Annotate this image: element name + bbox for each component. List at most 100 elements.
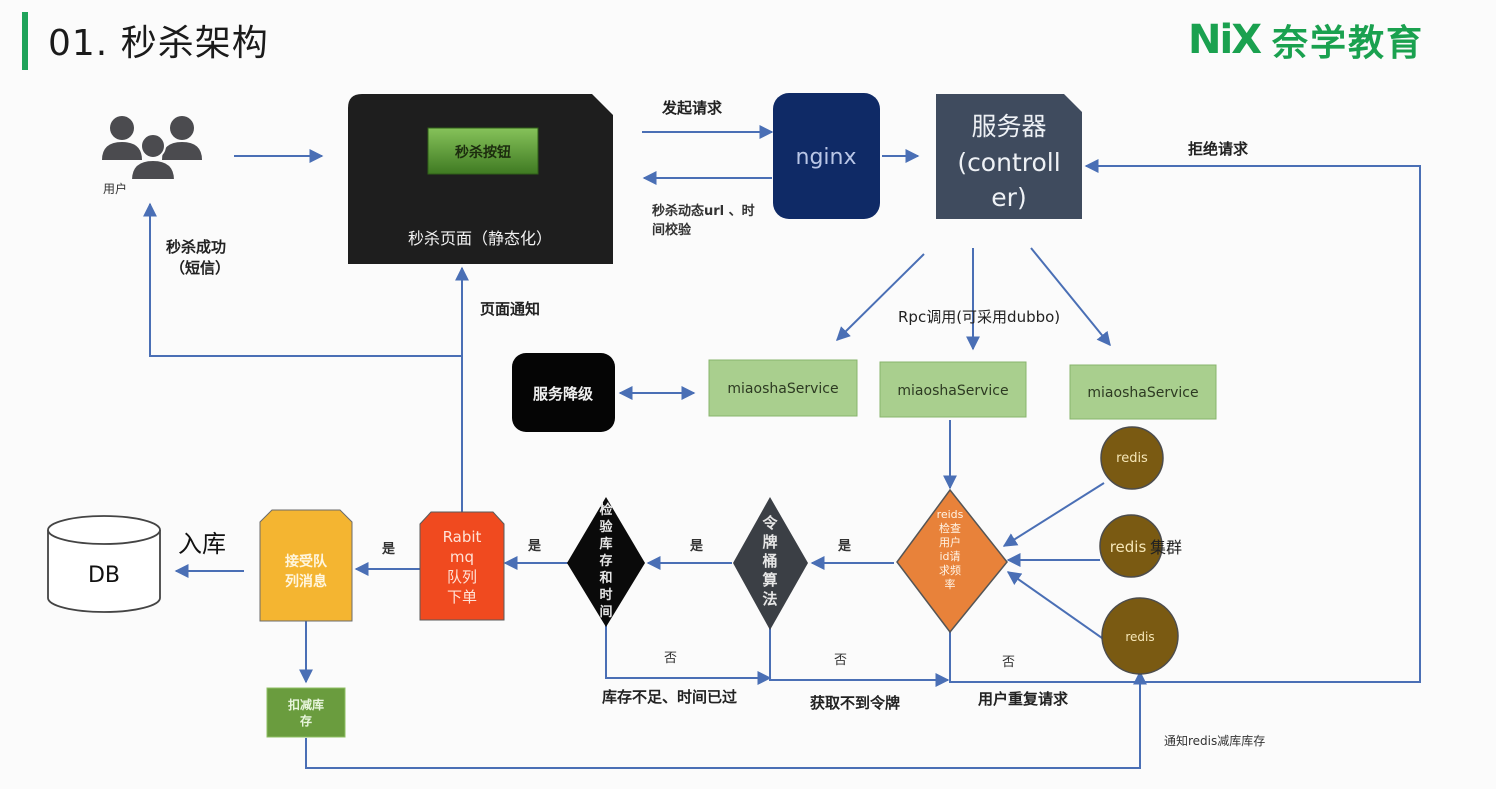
service-label-3: miaoshaService	[1087, 385, 1198, 401]
stockText-line: 验	[599, 519, 613, 535]
tokenText-line: 令	[762, 514, 778, 532]
redis-cluster-label: 集群	[1150, 538, 1182, 557]
label-no-token-text: 获取不到令牌	[810, 694, 900, 712]
label-success-2: （短信）	[170, 259, 230, 277]
label-rpc: Rpc调用(可采用dubbo)	[898, 308, 1060, 326]
edge-redis1-to-check	[1002, 482, 1105, 547]
mqText-line: Rabit	[443, 528, 482, 546]
deductText-line: 存	[299, 713, 312, 728]
service-node-3: miaoshaService	[1069, 364, 1217, 420]
title-accent-bar	[22, 12, 28, 70]
stockText-line: 和	[599, 570, 612, 586]
label-yes-token: 是	[689, 539, 704, 554]
tokenText-line: 法	[762, 590, 777, 608]
edge-deduct-to-redis	[305, 670, 1147, 769]
redis-label-1: redis	[1116, 451, 1148, 466]
edges	[143, 125, 1421, 769]
checkFreqText-line: reids	[937, 508, 964, 521]
redis-label-3: redis	[1125, 630, 1154, 644]
label-request: 发起请求	[661, 99, 723, 117]
service-node-1: miaoshaService	[708, 359, 858, 417]
label-yes-stock: 是	[527, 539, 542, 554]
label-reject: 拒绝请求	[1188, 140, 1249, 158]
db-node: DB	[47, 515, 161, 613]
tokenText-line: 桶	[762, 552, 777, 570]
server-node: 服务器 (controll er)	[936, 94, 1082, 219]
edge-server-to-service-1	[836, 253, 925, 341]
edge-token-no	[769, 628, 950, 687]
edge-redis3-to-check	[1006, 571, 1103, 639]
redis-node-1: redis	[1100, 426, 1164, 490]
logo-text: 奈学教育	[1272, 23, 1425, 64]
edge-reject-to-server	[949, 159, 1421, 683]
checkFreqText-line: 率	[945, 577, 956, 591]
service-label-2: miaoshaService	[897, 383, 1008, 399]
checkFreqText-line: 用户	[939, 535, 961, 549]
redis-node-3: redis	[1101, 597, 1179, 675]
checkFreqText-line: id请	[939, 550, 960, 563]
label-yes-check: 是	[837, 539, 852, 554]
stockText-line: 库	[599, 536, 612, 552]
stockText-line: 检	[599, 502, 612, 518]
consumerText-line: 接受队	[285, 553, 328, 570]
logo-mark: NiX	[1188, 17, 1262, 63]
label-to-db: 入库	[178, 530, 226, 558]
service-node-2: miaoshaService	[879, 361, 1027, 418]
checkFreqText-line: 求频	[939, 563, 961, 577]
label-dynamic-url-2: 间校验	[652, 222, 692, 238]
deductText-line: 扣减库	[288, 697, 324, 712]
label-yes-mq: 是	[381, 542, 396, 557]
label-no-token: 否	[834, 653, 847, 668]
db-label: DB	[88, 563, 120, 588]
stockText-line: 存	[599, 553, 612, 569]
label-notify-redis: 通知redis减库库存	[1164, 733, 1265, 748]
nginx-label: nginx	[796, 145, 857, 170]
label-page-notify: 页面通知	[480, 300, 540, 318]
edge-mq-to-user	[143, 202, 463, 512]
seckill-button[interactable]	[427, 127, 539, 175]
mqText-line: mq	[450, 548, 474, 566]
consumerText-line: 列消息	[285, 573, 327, 590]
users-label: 用户	[103, 181, 127, 196]
seckill-page-node: 秒杀按钮 秒杀页面（静态化）	[348, 94, 613, 264]
server-label-line3: er)	[991, 183, 1026, 212]
tokenText-line: 牌	[762, 533, 777, 551]
server-label-line1: 服务器	[971, 112, 1046, 141]
mqText-line: 队列	[447, 568, 477, 586]
stockText-line: 间	[599, 604, 612, 620]
checkFreqText-line: 检查	[939, 521, 961, 535]
seckill-page-label: 秒杀页面（静态化）	[408, 229, 552, 248]
label-no-check: 否	[1002, 655, 1015, 670]
degrade-label: 服务降级	[533, 385, 594, 403]
service-label-1: miaoshaService	[727, 381, 838, 397]
label-stock-fail: 库存不足、时间已过	[602, 688, 737, 706]
label-success-1: 秒杀成功	[166, 238, 226, 256]
nginx-node: nginx	[773, 93, 880, 219]
edge-stock-no	[605, 625, 772, 685]
label-dynamic-url-1: 秒杀动态url 、时	[652, 203, 755, 219]
redis-node-2: redis	[1099, 514, 1163, 578]
users-icon	[102, 116, 202, 181]
slide-title: 01. 秒杀架构	[48, 23, 269, 64]
brand-logo: NiX 奈学教育	[1188, 17, 1424, 64]
seckill-button-label: 秒杀按钮	[455, 144, 511, 161]
mqText-line: 下单	[447, 588, 477, 606]
service-degrade-node: 服务降级	[512, 353, 615, 432]
edge-labels: 发起请求 秒杀动态url 、时 间校验 拒绝请求 Rpc调用(可采用dubbo)…	[166, 99, 1265, 748]
tokenText-line: 算	[762, 571, 777, 589]
server-label-line2: (controll	[957, 148, 1060, 177]
redis-label-2: redis	[1110, 538, 1147, 556]
